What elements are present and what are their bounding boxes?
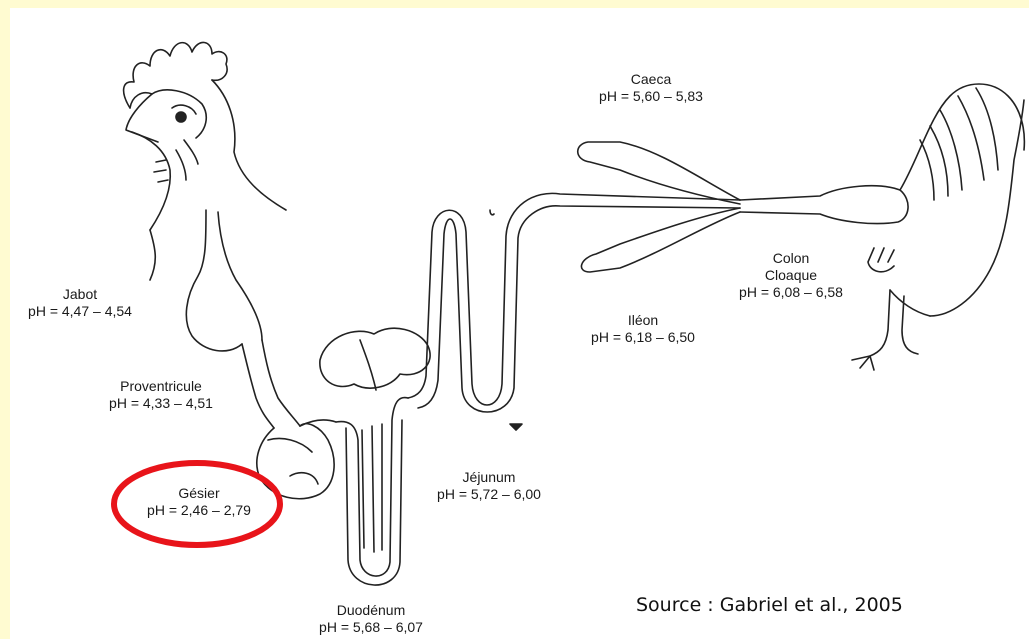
label-jejunum: Jéjunum pH = 5,72 – 6,00 (414, 469, 564, 503)
label-ileon-name: Iléon (568, 312, 718, 329)
source-citation: Source : Gabriel et al., 2005 (636, 594, 903, 616)
label-jabot-name: Jabot (6, 286, 154, 303)
label-proventricule: Proventricule pH = 4,33 – 4,51 (86, 378, 236, 412)
label-caeca-ph: pH = 5,60 – 5,83 (576, 88, 726, 105)
label-duodenum-ph: pH = 5,68 – 6,07 (296, 619, 446, 636)
label-caeca: Caeca pH = 5,60 – 5,83 (576, 71, 726, 105)
label-gesier-ph: pH = 2,46 – 2,79 (124, 502, 274, 519)
label-jabot-ph: pH = 4,47 – 4,54 (6, 303, 154, 320)
label-colon-name: Colon (716, 250, 866, 267)
label-jejunum-name: Jéjunum (414, 469, 564, 486)
colon-drawing (740, 186, 908, 224)
label-colon: Colon Cloaque pH = 6,08 – 6,58 (716, 250, 866, 301)
label-colon-name2: Cloaque (716, 267, 866, 284)
label-jejunum-ph: pH = 5,72 – 6,00 (414, 486, 564, 503)
rooster-tail-drawing (852, 84, 1024, 370)
label-duodenum: Duodénum pH = 5,68 – 6,07 (296, 602, 446, 636)
label-proventricule-ph: pH = 4,33 – 4,51 (86, 395, 236, 412)
label-jabot: Jabot pH = 4,47 – 4,54 (6, 286, 154, 320)
label-ileon-ph: pH = 6,18 – 6,50 (568, 329, 718, 346)
label-gesier: Gésier pH = 2,46 – 2,79 (124, 485, 274, 519)
label-duodenum-name: Duodénum (296, 602, 446, 619)
label-colon-ph: pH = 6,08 – 6,58 (716, 284, 866, 301)
label-gesier-name: Gésier (124, 485, 274, 502)
label-caeca-name: Caeca (576, 71, 726, 88)
duodenum-drawing (320, 328, 430, 585)
label-proventricule-name: Proventricule (86, 378, 236, 395)
label-ileon: Iléon pH = 6,18 – 6,50 (568, 312, 718, 346)
